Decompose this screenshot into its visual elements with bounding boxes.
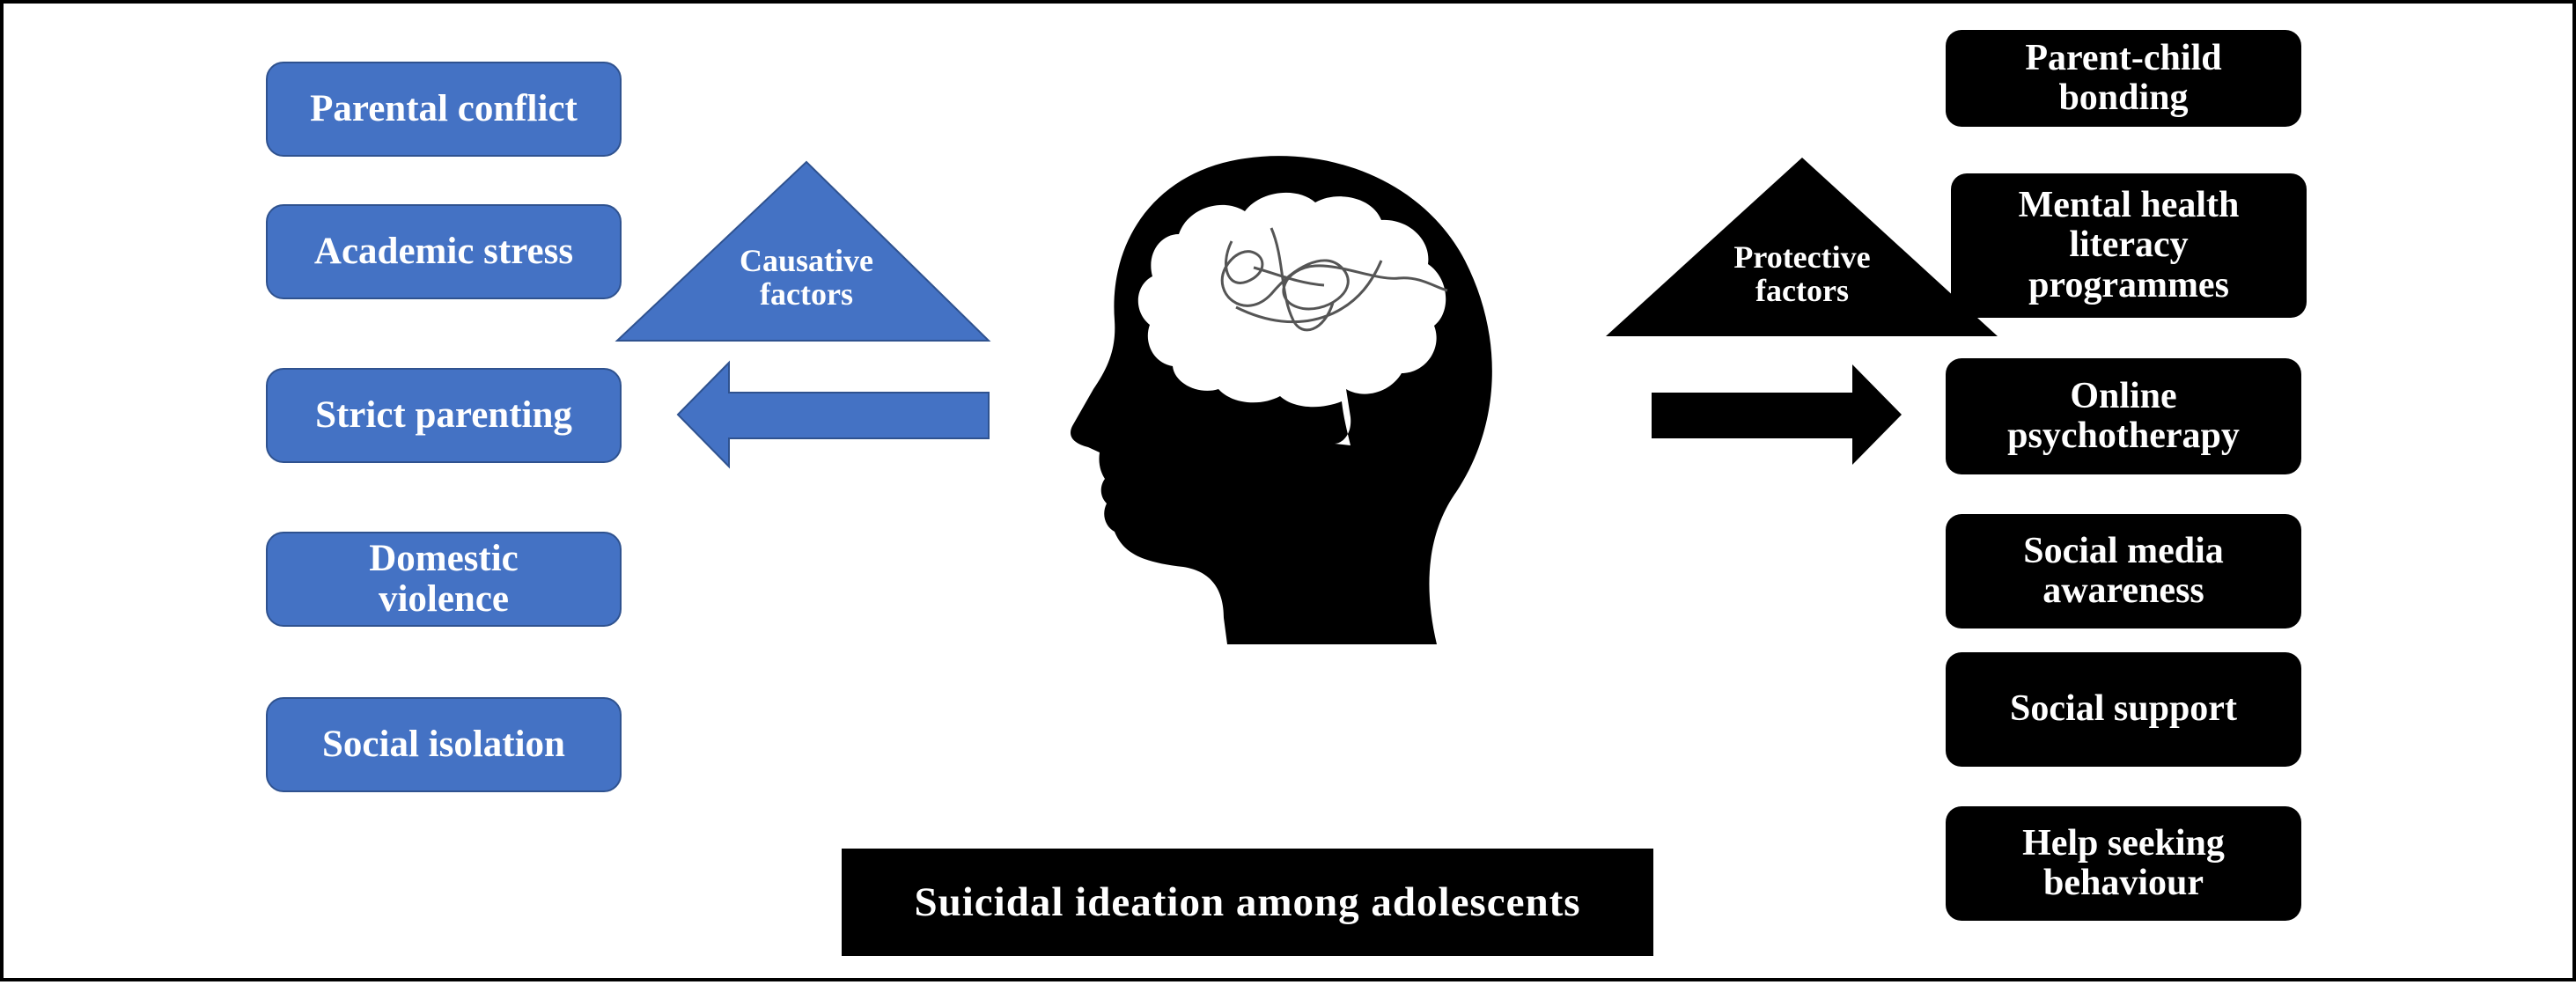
causative-factor-box: Academic stress — [266, 204, 622, 299]
diagram-title: Suicidal ideation among adolescents — [842, 849, 1653, 956]
protective-factors-label: Protective factors — [1733, 239, 1871, 308]
protective-factor-box: Social support — [1946, 652, 2301, 767]
protective-factor-box: Parent-child bonding — [1946, 30, 2301, 127]
protective-factor-box: Help seeking behaviour — [1946, 806, 2301, 921]
right-arrow — [1652, 364, 1902, 465]
causative-triangle — [615, 160, 991, 342]
head-with-scribbled-brain-icon — [1071, 156, 1492, 644]
left-arrow — [676, 360, 990, 469]
protective-factor-box: Mental health literacy programmes — [1951, 173, 2307, 318]
causative-factor-box: Domestic violence — [266, 532, 622, 627]
diagram-shapes — [615, 156, 1998, 644]
brain-scribble — [1220, 227, 1448, 332]
protective-triangle — [1606, 158, 1998, 336]
causative-factor-box: Parental conflict — [266, 62, 622, 157]
causative-factors-label: Causative factors — [740, 243, 873, 312]
protective-factor-box: Social media awareness — [1946, 514, 2301, 628]
causative-factor-box: Social isolation — [266, 697, 622, 792]
protective-factor-box: Online psychotherapy — [1946, 358, 2301, 474]
causative-factor-box: Strict parenting — [266, 368, 622, 463]
